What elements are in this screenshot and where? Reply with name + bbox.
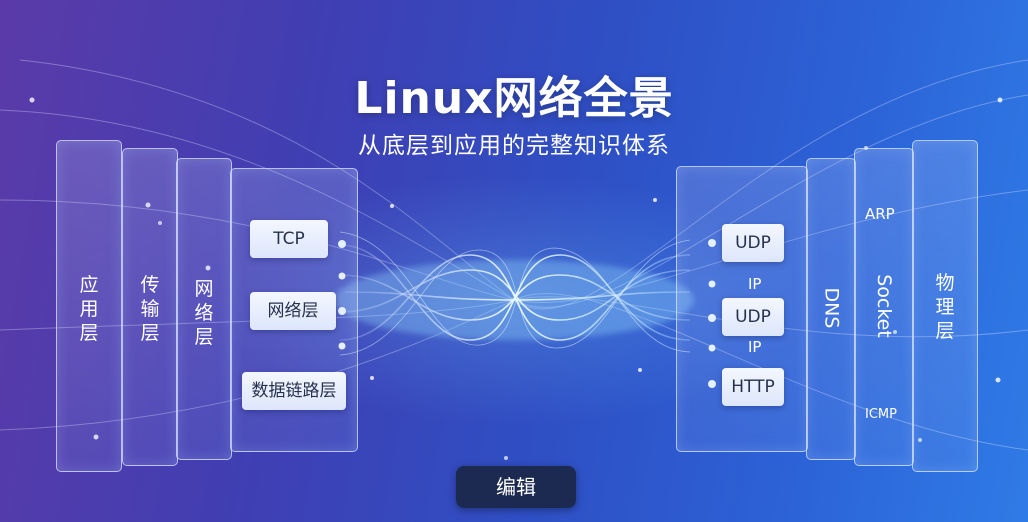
layer-panel-socket: ARP Socket ICMP	[854, 148, 914, 466]
layer-label-network: 网络层	[194, 278, 214, 348]
layer-label-physical: 物理层	[935, 272, 955, 342]
tag-tcp[interactable]: TCP	[250, 220, 328, 258]
tag-network-layer[interactable]: 网络层	[250, 292, 336, 330]
page-title: Linux网络全景	[354, 73, 674, 124]
label-ip-1: IP	[748, 275, 762, 293]
label-arp: ARP	[865, 205, 895, 223]
tag-http[interactable]: HTTP	[722, 368, 784, 406]
layer-label-dns: DNS	[820, 287, 843, 329]
tag-udp-2[interactable]: UDP	[722, 298, 784, 336]
label-ip-2: IP	[748, 338, 762, 356]
layer-panel-physical: 物理层	[912, 140, 978, 472]
tag-udp-1[interactable]: UDP	[722, 224, 784, 262]
layer-label-transport: 传输层	[140, 274, 160, 344]
page-subtitle: 从底层到应用的完整知识体系	[358, 133, 670, 159]
layer-label-application: 应用层	[79, 274, 99, 344]
layer-panel-dns: DNS	[806, 158, 856, 460]
layer-panel-network: 网络层	[176, 158, 232, 460]
layer-panel-transport: 传输层	[122, 148, 178, 466]
layer-panel-application: 应用层	[56, 140, 122, 472]
layer-label-socket: Socket	[872, 274, 895, 338]
label-icmp: ICMP	[865, 407, 897, 422]
edit-button[interactable]: 编辑	[456, 466, 576, 508]
tag-data-link-layer[interactable]: 数据链路层	[242, 372, 346, 410]
